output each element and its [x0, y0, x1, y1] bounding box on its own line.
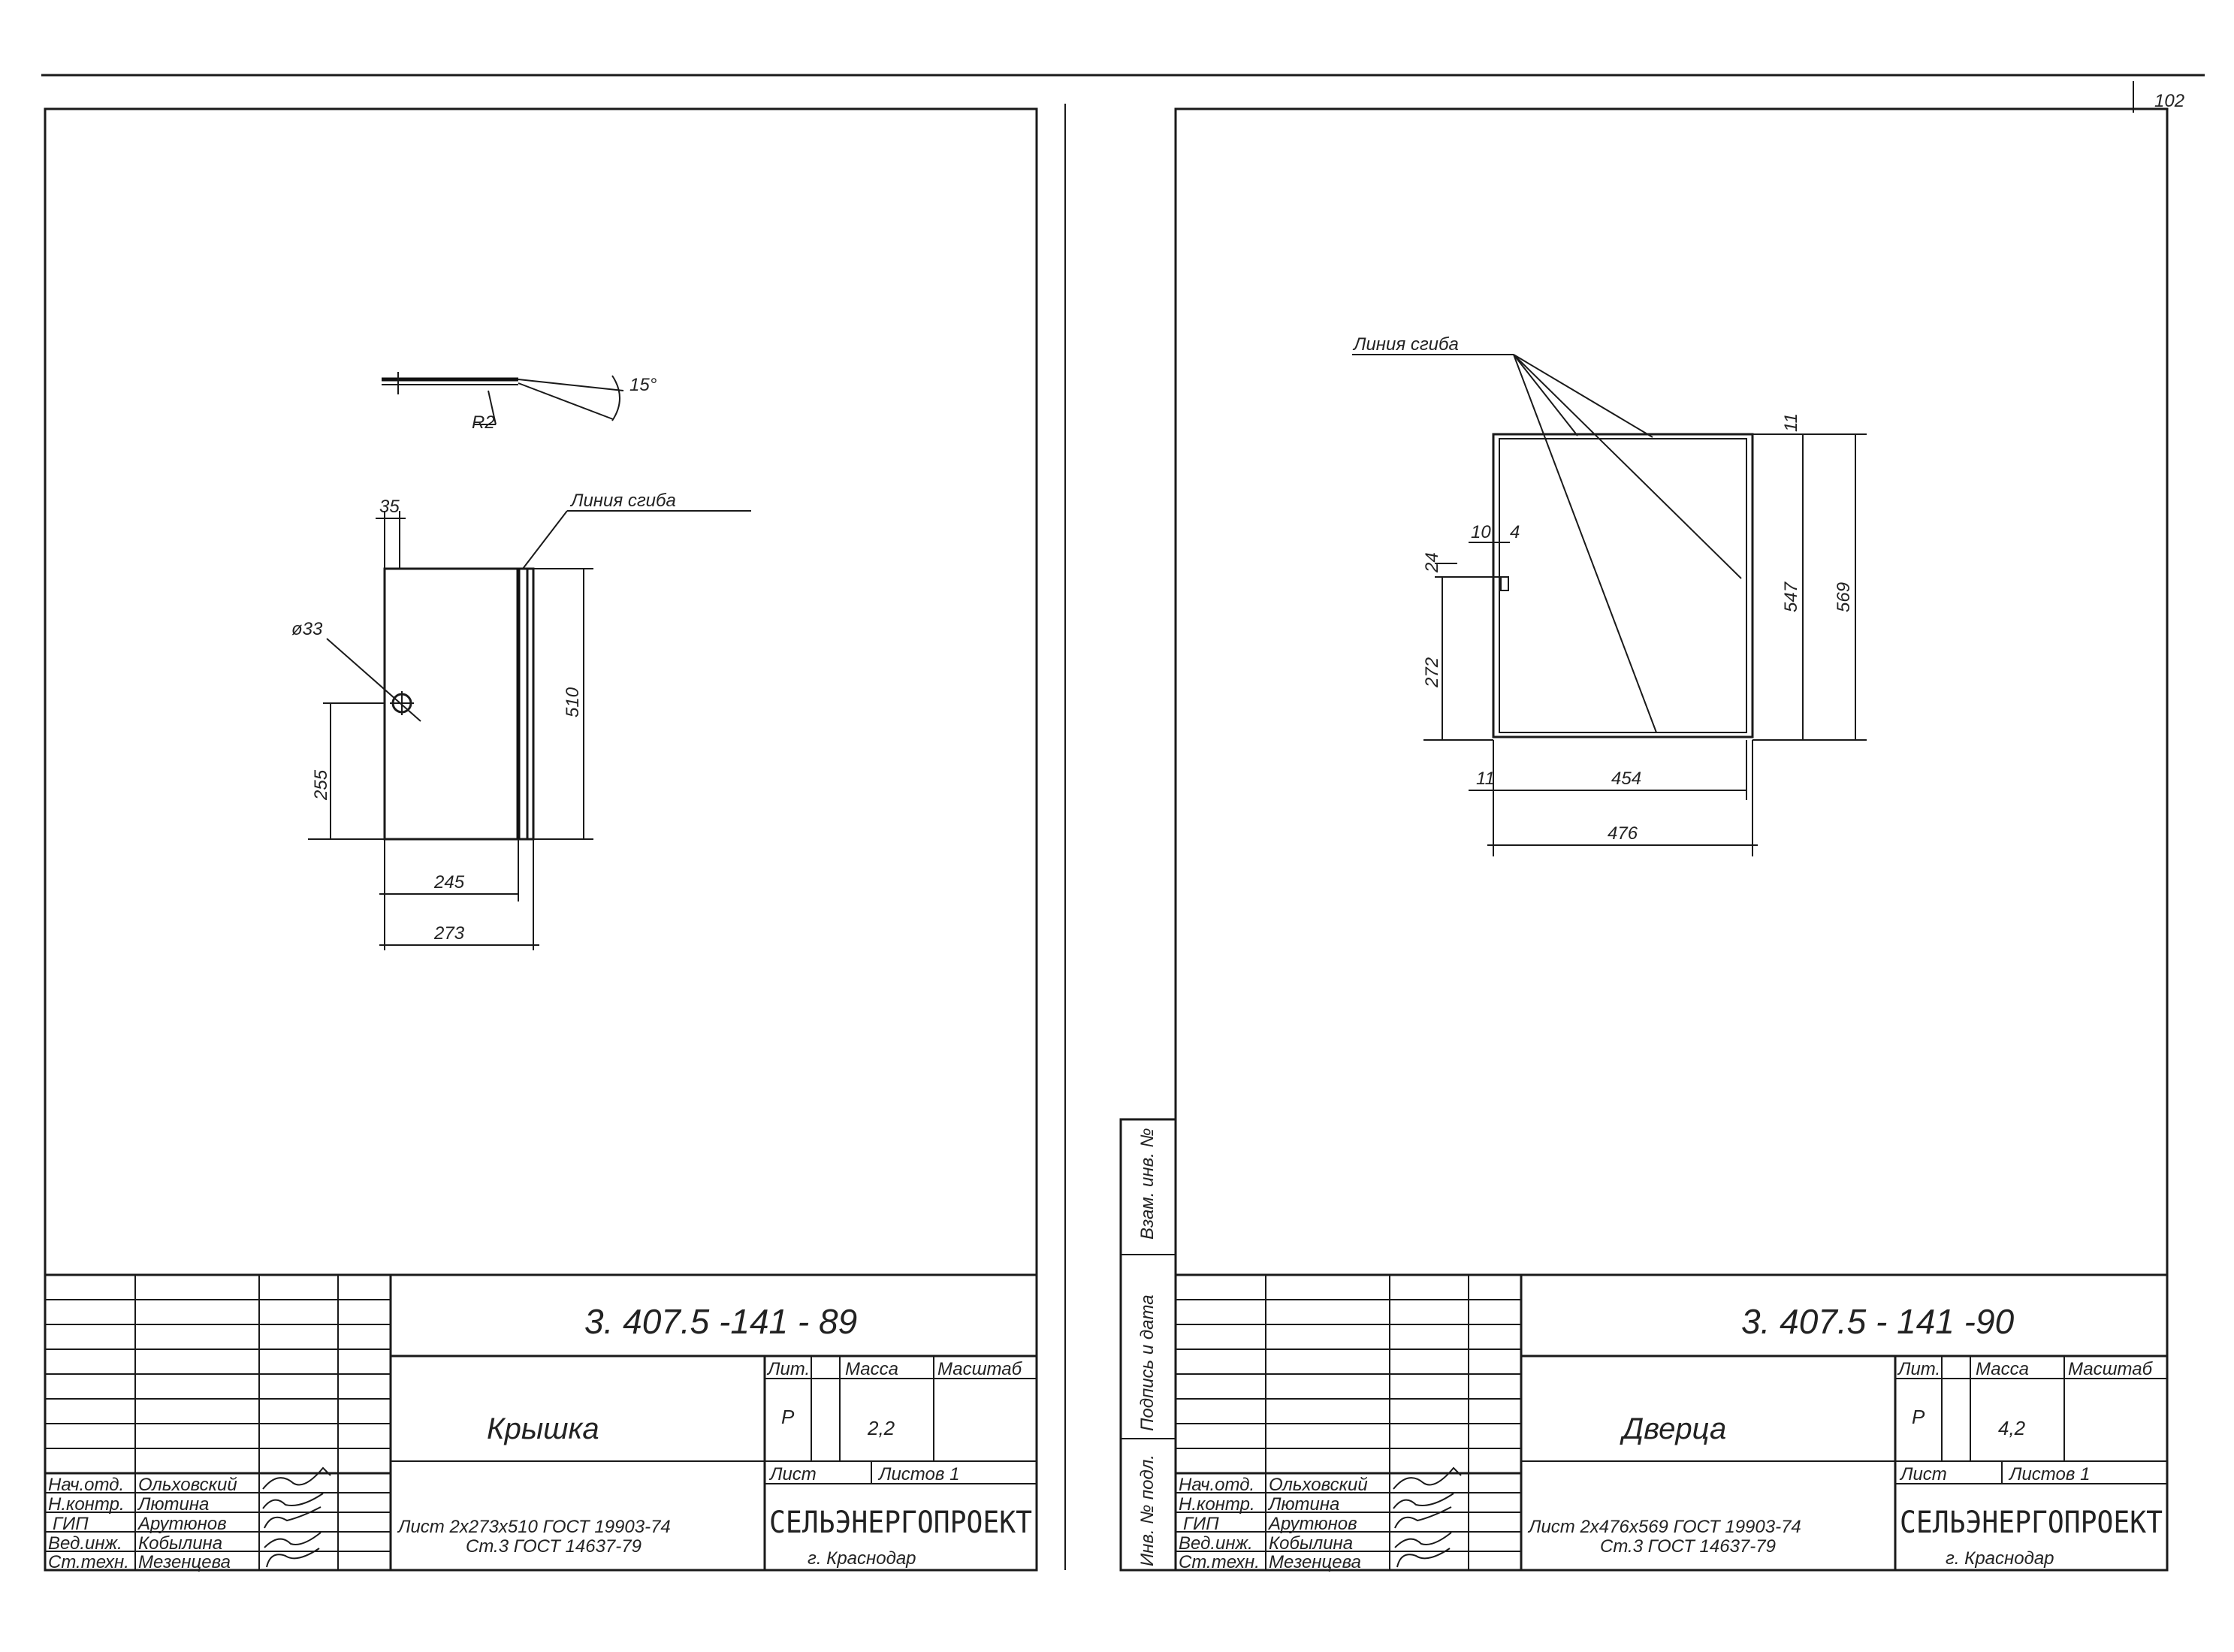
left-role-1: Нач.отд. [48, 1475, 124, 1495]
right-org-name: СЕЛЬЭНЕРГОПРОЕКТ [1900, 1506, 2163, 1540]
left-title-block: 3. 407.5 -141 - 89 Крышка Лит. Масса Мас… [45, 1273, 1037, 1572]
door-front-view: Линия сгиба 547 569 11 272 24 10 4 [1352, 334, 1867, 856]
right-role-4: Вед.инж. [1179, 1533, 1253, 1554]
right-name-3: Арутюнов [1267, 1514, 1357, 1534]
radius-label: R2 [472, 412, 495, 433]
dim-top-right: 11 [1781, 413, 1801, 432]
right-name-1: Ольховский [1269, 1475, 1368, 1495]
left-role-5: Ст.техн. [48, 1552, 129, 1572]
dim-454: 454 [1611, 769, 1641, 789]
right-role-2: Н.контр. [1179, 1494, 1255, 1515]
right-role-3: ГИП [1183, 1514, 1219, 1534]
right-sheet: Инв. № подл. Подпись и дата Взам. инв. №… [1119, 107, 2169, 1572]
left-frame [44, 107, 1038, 1572]
left-role-2: Н.контр. [48, 1494, 125, 1515]
side-label-1: Инв. № подл. [1137, 1454, 1158, 1566]
lid-front-view: ø33 Линия сгиба 35 510 255 245 [291, 491, 751, 950]
side-label-3: Взам. инв. № [1137, 1128, 1158, 1240]
right-role-1: Нач.отд. [1179, 1475, 1254, 1495]
hole-label: ø33 [291, 619, 323, 639]
right-mass-value: 4,2 [1998, 1417, 2026, 1439]
right-mass-header: Масса [1976, 1359, 2029, 1379]
dim-height: 510 [563, 687, 583, 717]
right-org-city: г. Краснодар [1946, 1548, 2054, 1569]
left-sheet: 15° R2 ø33 Линия сгиба 35 [44, 107, 1038, 1572]
signature-4 [264, 1532, 322, 1548]
right-material-2: Ст.3 ГОСТ 14637-79 [1600, 1536, 1776, 1557]
bend-line-label-left: Линия сгиба [569, 491, 676, 511]
dim-11: 11 [1476, 769, 1495, 789]
signature-r5 [1396, 1548, 1451, 1568]
left-role-4: Вед.инж. [48, 1533, 122, 1554]
left-sheets-label: Листов 1 [877, 1464, 959, 1484]
left-role-3: ГИП [53, 1514, 89, 1534]
dim-hole: 255 [311, 769, 331, 801]
right-name-4: Кобылина [1269, 1533, 1353, 1554]
right-sheets-label: Листов 1 [2008, 1464, 2090, 1484]
dim-272: 272 [1422, 657, 1442, 688]
signature-r3 [1394, 1506, 1452, 1529]
left-mass-header: Масса [845, 1359, 898, 1379]
left-org-name: СЕЛЬЭНЕРГОПРОЕКТ [769, 1506, 1032, 1540]
right-sheet-label: Лист [1899, 1464, 1947, 1484]
left-material-1: Лист 2x273x510 ГОСТ 19903-74 [397, 1517, 671, 1537]
left-lit-header: Лит. [766, 1359, 810, 1379]
left-name-3: Арутюнов [137, 1514, 227, 1534]
signature-r4 [1394, 1532, 1452, 1548]
right-scale-header: Масштаб [2068, 1359, 2154, 1379]
right-part-name: Дверца [1620, 1412, 1726, 1445]
dim-569: 569 [1834, 582, 1854, 612]
signature-3 [264, 1506, 322, 1529]
right-material-1: Лист 2x476x569 ГОСТ 19903-74 [1527, 1517, 1801, 1537]
angle-label: 15° [629, 375, 657, 395]
left-material-2: Ст.3 ГОСТ 14637-79 [466, 1536, 642, 1557]
signature-r2 [1393, 1493, 1454, 1509]
dim-4: 4 [1510, 522, 1520, 542]
right-role-5: Ст.техн. [1179, 1552, 1260, 1572]
signature-1 [262, 1466, 331, 1490]
left-name-2: Лютина [137, 1494, 209, 1515]
left-name-5: Мезенцева [138, 1552, 231, 1572]
lid-side-view: 15° R2 [382, 372, 657, 433]
dim-476: 476 [1608, 823, 1638, 844]
right-doc-code: 3. 407.5 - 141 -90 [1741, 1302, 2015, 1341]
dim-10: 10 [1471, 522, 1491, 542]
right-frame [1174, 107, 2169, 1572]
side-label-2: Подпись и дата [1137, 1294, 1158, 1431]
dim-24: 24 [1422, 552, 1442, 573]
right-name-5: Мезенцева [1269, 1552, 1361, 1572]
left-name-1: Ольховский [138, 1475, 237, 1495]
right-name-2: Лютина [1267, 1494, 1339, 1515]
left-org-city: г. Краснодар [808, 1548, 916, 1569]
left-doc-code: 3. 407.5 -141 - 89 [584, 1302, 857, 1341]
left-sheet-label: Лист [768, 1464, 817, 1484]
left-name-4: Кобылина [138, 1533, 222, 1554]
signature-5 [266, 1548, 320, 1568]
signature-r1 [1393, 1466, 1462, 1490]
right-lit-value: Р [1912, 1406, 1925, 1428]
side-strip [1119, 1118, 1177, 1572]
dim-inner-width: 245 [433, 872, 465, 892]
dim-547: 547 [1781, 581, 1801, 612]
left-lit-value: Р [781, 1406, 795, 1428]
left-part-name: Крышка [487, 1412, 599, 1445]
left-mass-value: 2,2 [867, 1417, 895, 1439]
dim-top: 35 [379, 497, 400, 517]
signature-2 [262, 1493, 324, 1509]
dim-width: 273 [433, 923, 465, 944]
right-title-block: 3. 407.5 - 141 -90 Дверца Лит. Масса Мас… [1176, 1273, 2167, 1572]
bend-line-label-right: Линия сгиба [1352, 334, 1459, 355]
left-scale-header: Масштаб [937, 1359, 1023, 1379]
right-lit-header: Лит. [1897, 1359, 1940, 1379]
